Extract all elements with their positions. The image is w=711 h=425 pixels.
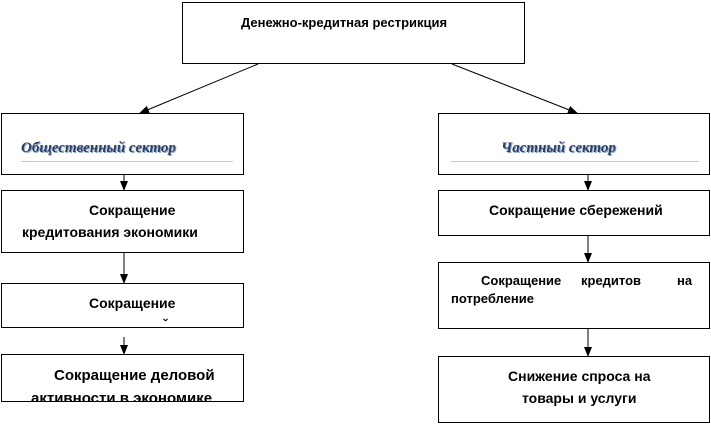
private-box-consumer-credit-word3: на [677,273,693,288]
top-title: Денежно-кредитная рестрикция [241,15,448,30]
public-box-2-fragment: ˇ [163,316,168,328]
public-box-credit-line1: Сокращение [89,202,176,218]
public-box-activity-line2: активности в экономике [31,390,213,402]
private-box-consumer-credit-line2: потребление [451,291,534,306]
private-box-demand-line1: Снижение спроса на [508,368,651,384]
private-box-savings: Сокращение сбережений [438,190,710,236]
public-box-2: Сокращение ˇ [1,283,244,328]
private-box-consumer-credit-word2: кредитов [581,273,642,288]
public-box-activity: Сокращение деловой активности в экономик… [1,354,244,402]
top-box: Денежно-кредитная рестрикция [182,2,525,64]
private-box-consumer-credit: Сокращение кредитов на потребление [438,262,710,329]
public-sector-title: Общественный сектор [21,140,176,156]
public-box-2-line1: Сокращение [89,295,176,311]
public-box-credit-line2: кредитования экономики [22,224,198,240]
private-box-demand-line2: товары и услуги [522,390,637,406]
private-box-demand: Снижение спроса на товары и услуги [438,356,710,423]
private-box-savings-line1: Сокращение сбережений [489,202,663,218]
arrow-top-to-private [451,63,578,114]
public-box-credit: Сокращение кредитования экономики [1,190,244,253]
public-sector-underline [21,161,233,162]
private-sector-title: Частный сектор [501,140,616,156]
public-box-activity-line1: Сокращение деловой [54,367,215,384]
private-sector-header: Частный сектор [438,113,710,175]
public-sector-header: Общественный сектор [1,113,244,175]
private-sector-underline [451,161,699,162]
private-box-consumer-credit-word1: Сокращение [481,273,562,288]
arrow-top-to-public [139,63,259,114]
